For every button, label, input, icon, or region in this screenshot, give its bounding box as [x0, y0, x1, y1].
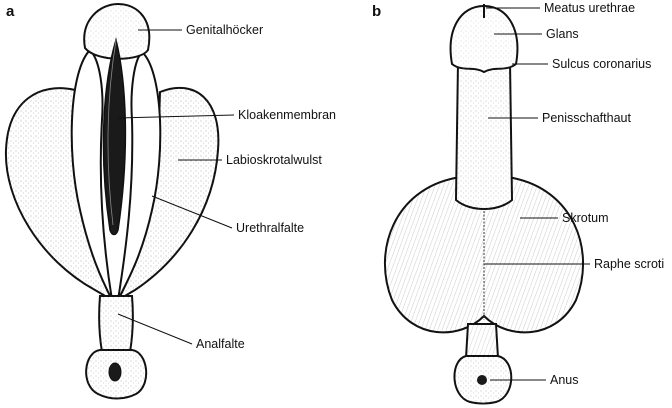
label-penisschafthaut: Penisschafthaut: [542, 111, 631, 125]
label-kloakenmembran: Kloakenmembran: [238, 108, 336, 122]
label-anus: Anus: [550, 373, 579, 387]
label-glans: Glans: [546, 27, 579, 41]
label-sulcus: Sulcus coronarius: [552, 57, 651, 71]
label-meatus: Meatus urethrae: [544, 1, 635, 15]
label-skrotum: Skrotum: [562, 211, 609, 225]
indifferent-genitalia-drawing: [4, 2, 220, 400]
leader-analfalte: [117, 313, 193, 345]
leader-kloakenmembran: [117, 114, 235, 119]
male-genitalia-drawing: [384, 4, 584, 405]
panel-b-letter: b: [372, 3, 381, 20]
leader-urethralfalte: [151, 195, 233, 229]
cloacal-membrane: [102, 37, 127, 236]
panel-b: b: [372, 1, 664, 405]
label-labioskrotalwulst: Labioskrotalwulst: [226, 153, 322, 167]
panel-a-letter: a: [6, 3, 15, 20]
label-raphe: Raphe scroti: [594, 257, 664, 271]
label-analfalte: Analfalte: [196, 337, 245, 351]
panel-a: a: [4, 2, 336, 400]
anal-opening: [108, 362, 122, 382]
label-genitalhoecker: Genitalhöcker: [186, 23, 263, 37]
label-urethralfalte: Urethralfalte: [236, 221, 304, 235]
anus-opening: [477, 375, 487, 385]
